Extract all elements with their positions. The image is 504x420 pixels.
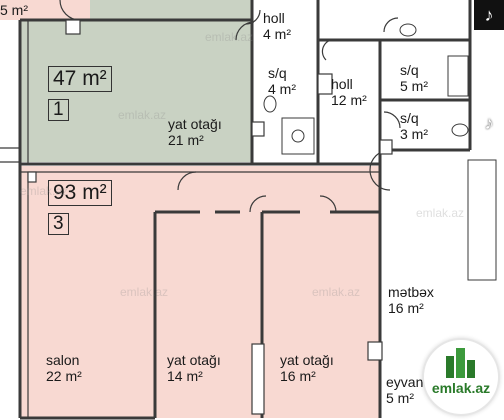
apartment-47-area: 47 m² [48,66,112,92]
watermark: emlak.az [20,184,69,198]
shower-tray [447,55,469,97]
apartment-93-area: 93 m² [48,180,112,206]
logo-text: emlak.az [431,380,491,396]
room-area: 14 m² [167,368,203,384]
room-name: eyvan [386,374,424,390]
buildings-icon [446,348,475,378]
room-name: holl [331,76,353,92]
room-name: yat otağı [280,352,334,368]
apartment-93-rooms: 3 [48,213,69,235]
room-label: s/q 4 m² [268,65,296,97]
watermark: emlak.az [312,285,361,299]
room-label: yat otağı 14 m² [167,352,221,384]
room-name: s/q [400,110,419,126]
room-area: 5 m² [386,390,414,406]
room-label: s/q 3 m² [400,110,428,142]
room-name: s/q [400,62,419,78]
room-area: 5 m² [400,78,428,94]
room-area: 16 m² [388,300,424,316]
room-area: 3 m² [400,126,428,142]
room-label: salon 22 m² [46,352,82,384]
pillar [367,341,383,361]
room-name: holl [263,10,285,26]
room-area: 16 m² [280,368,316,384]
room-area: 21 m² [168,132,204,148]
room-area: 4 m² [268,81,296,97]
room-label: 5 m² [0,2,28,18]
watermark: emlak.az [118,108,167,122]
toilet [399,23,417,37]
pillar [65,19,81,35]
pillar [379,139,393,155]
room-label: mətbəx 16 m² [388,284,434,316]
room-name: salon [46,352,80,368]
room-name: s/q [268,65,287,81]
sink [451,123,469,137]
pillar [251,121,265,137]
room-label: eyvan 5 m² [386,374,423,406]
room-label: yat otağı 16 m² [280,352,334,384]
pillar [27,171,37,183]
room-area: 4 m² [263,26,291,42]
watermark: emlak.az [120,285,169,299]
emlak-logo: emlak.az [422,338,500,416]
room-name: yat otağı [168,116,222,132]
apartment-47-fill [20,0,252,162]
toilet [263,95,277,113]
pillar [251,343,265,415]
kitchen-counter [467,159,497,281]
room-name: mətbəx [388,284,434,300]
watermark: emlak.az [416,206,465,220]
apartment-93-fill [20,166,380,418]
pillar [317,73,333,95]
room-area: 5 m² [0,2,28,18]
room-area: 12 m² [331,92,367,108]
shower-drain [291,129,305,143]
room-label: holl 12 m² [331,76,367,108]
room-label: s/q 5 m² [400,62,428,94]
room-label: holl 4 m² [263,10,291,42]
apartment-47-rooms: 1 [48,99,69,121]
music-note-icon[interactable]: ♪ [484,113,494,133]
watermark: emlak.az [205,30,254,44]
music-note-icon[interactable]: ♪ [474,0,504,30]
room-label: yat otağı 21 m² [168,116,222,148]
room-area: 22 m² [46,368,82,384]
room-name: yat otağı [167,352,221,368]
